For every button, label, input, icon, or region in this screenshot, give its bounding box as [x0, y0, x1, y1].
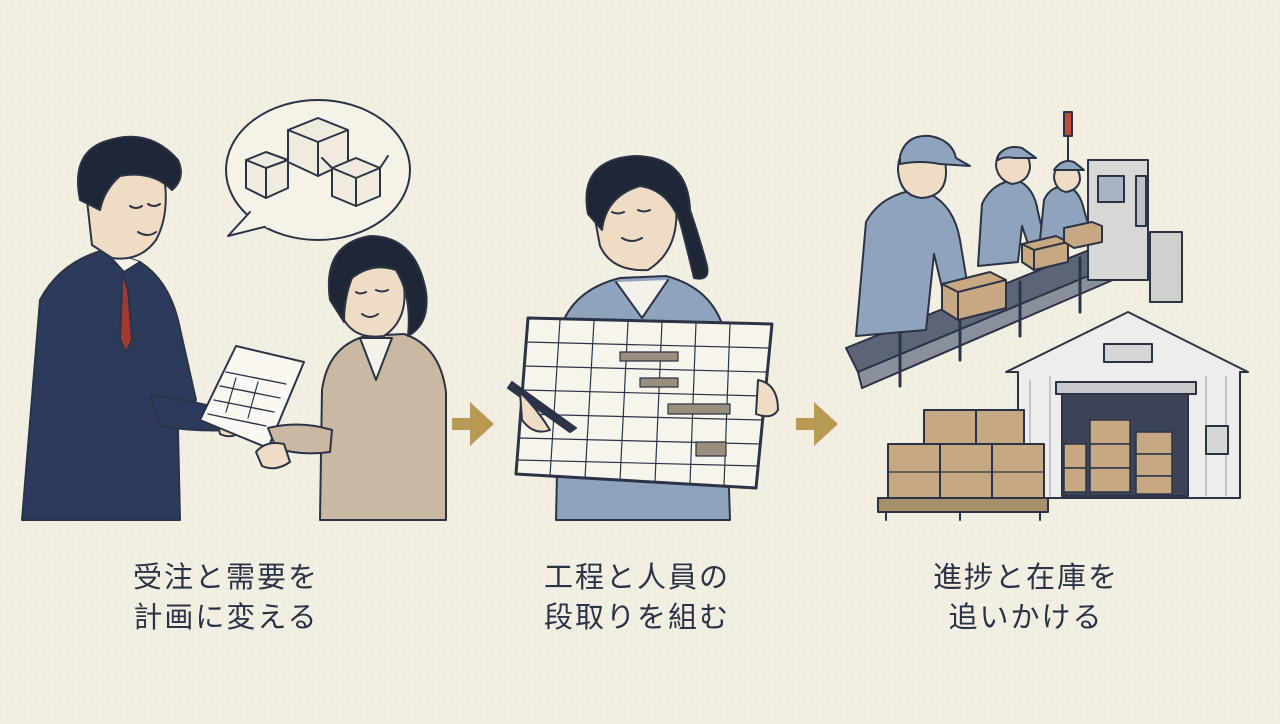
factory-worker: [855, 134, 971, 337]
warehouse-building: [1005, 311, 1249, 499]
pallet-stack: [877, 409, 1049, 521]
order-document: [199, 345, 305, 449]
cardboard-box-icon: [245, 117, 389, 207]
businesswoman-figure: [255, 235, 447, 521]
schedule-bar: [619, 351, 679, 362]
scene-order-planning: [21, 99, 447, 521]
arrow-right-icon: [452, 402, 494, 446]
schedule-bar: [695, 441, 727, 457]
schedule-board: [507, 316, 779, 490]
signal-light-icon: [1063, 111, 1073, 137]
schedule-bar: [667, 403, 731, 415]
caption-line: 進捗と在庫を: [932, 560, 1119, 594]
speech-bubble-icon: [225, 99, 411, 241]
schedule-bar: [639, 377, 679, 388]
caption-line: 受注と需要を: [132, 560, 319, 594]
cardboard-box-icon: [1063, 419, 1173, 495]
arrow-right-icon: [796, 402, 838, 446]
caption-line: 追いかける: [948, 600, 1104, 634]
step-caption-progress-tracking: 進捗と在庫を 追いかける: [866, 557, 1186, 637]
pen-icon: [507, 381, 577, 433]
cardboard-box-icon: [887, 409, 1045, 499]
step-caption-order-planning: 受注と需要を 計画に変える: [66, 557, 386, 637]
businessman-figure: [21, 135, 247, 521]
caption-line: 工程と人員の: [543, 560, 730, 594]
scene-progress-inventory: [845, 111, 1249, 521]
scene-process-scheduling: [507, 155, 779, 521]
step-caption-scheduling: 工程と人員の 段取りを組む: [477, 557, 797, 637]
cardboard-box-icon: [941, 221, 1103, 321]
warehouse-window: [1205, 425, 1229, 455]
caption-line: 計画に変える: [133, 600, 319, 634]
packing-machine: [1063, 111, 1183, 303]
caption-line: 段取りを組む: [543, 600, 730, 634]
